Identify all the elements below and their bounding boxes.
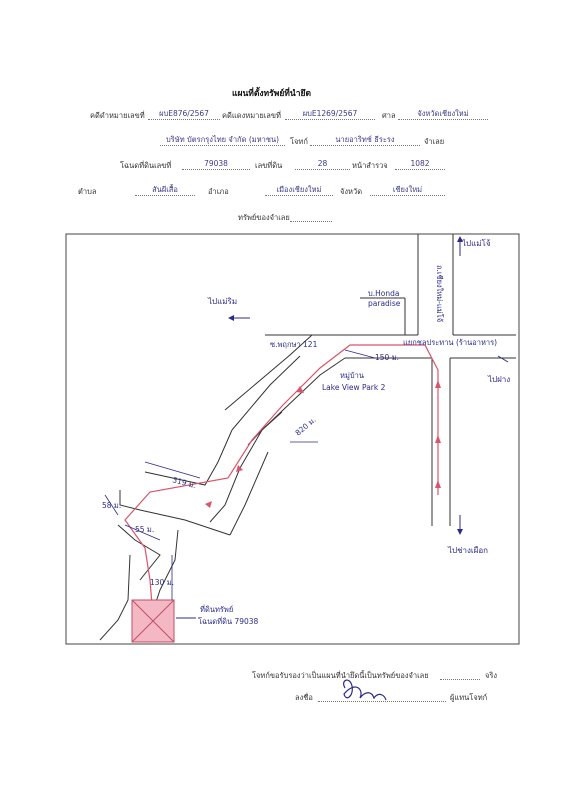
- soi-edge-upper: [224, 334, 313, 411]
- district: เมืองเชียงใหม่: [265, 185, 333, 196]
- route-line: [124, 344, 439, 606]
- subdistrict: สันผีเสื้อ: [135, 185, 195, 196]
- arrow-maejo-head: [457, 236, 463, 242]
- label-honda-shop-2: paradise: [368, 299, 401, 308]
- soi-inner-edge: [231, 355, 301, 431]
- branch-edge-upper: [144, 429, 233, 486]
- label-dist-55: 55 ม.: [135, 525, 154, 534]
- label-property-1: ที่ดินทรัพย์: [200, 604, 233, 614]
- label-intersection: แยกชลประทาน (ร้านอาหาร): [403, 338, 497, 347]
- branch-edge-lower: [119, 490, 231, 536]
- land-no: 28: [295, 159, 350, 170]
- red-case-no: ผบE1269/2567: [285, 109, 375, 120]
- district-label: อำเภอ: [208, 187, 229, 196]
- label-dist-130: 130 ม.: [150, 578, 174, 587]
- black-case-label: คดีดำหมายเลขที่: [90, 111, 145, 120]
- label-to-maerim: ไปแม่ริม: [207, 297, 237, 306]
- sign-role: ผู้แทนโจทก์: [450, 693, 488, 702]
- map-frame: [65, 233, 520, 645]
- black-case-no: ผบE876/2567: [148, 109, 220, 120]
- survey-label: หน้าสำรวจ: [352, 161, 388, 170]
- route-arrow-up-1: [435, 380, 441, 388]
- label-to-fang: ไปฝาง: [487, 375, 510, 384]
- dist-58-marker: [104, 494, 119, 516]
- plaintiff-name: บริษัท บัตรกรุงไทย จำกัด (มหาชน): [160, 135, 285, 146]
- soi-edge-lower: [209, 357, 346, 523]
- label-main-road: ถ.เชียงใหม่-แม่โจ้: [435, 265, 444, 322]
- certify-blank: [440, 669, 480, 680]
- label-village-1: หมู่บ้าน: [340, 371, 364, 380]
- route-arrow-left: [205, 501, 212, 508]
- defendant-label: จำเลย: [424, 137, 445, 146]
- dist-150-marker: [344, 349, 376, 359]
- label-honda-shop: บ.Honda: [368, 289, 399, 298]
- certify-text: โจทก์ขอรับรองว่าเป็นแผนที่นำยึดนี้เป็นทร…: [252, 671, 429, 680]
- signature-mark: [343, 679, 387, 701]
- province-label: จังหวัด: [340, 187, 363, 196]
- soi-junction-edge: [261, 411, 283, 431]
- branch-edge-right: [229, 451, 269, 536]
- deed-no: 79038: [182, 159, 250, 170]
- label-village-2: Lake View Park 2: [322, 383, 386, 392]
- subdistrict-label: ตำบล: [78, 187, 97, 196]
- label-soi: ซ.พฤกษา 121: [270, 340, 318, 349]
- label-to-maejo: ไปแม่โจ้: [461, 238, 491, 248]
- owner-value-line: [290, 211, 332, 222]
- defendant-name: นายอาริทช์ ธีระรง: [310, 135, 420, 146]
- survey-no: 1082: [395, 159, 445, 170]
- property-plot-cross-2: [131, 599, 175, 643]
- route-arrow-up-2: [435, 435, 441, 443]
- deed-label: โฉนดที่ดินเลขที่: [120, 161, 172, 170]
- label-dist-58: 58 ม.: [102, 501, 121, 510]
- province: เชียงใหม่: [370, 185, 445, 196]
- red-case-label: คดีแดงหมายเลขที่: [222, 111, 281, 120]
- true-label: จริง: [485, 671, 498, 680]
- plaintiff-label: โจทก์: [290, 137, 308, 146]
- land-no-label: เลขที่ดิน: [255, 161, 283, 170]
- route-arrow-up-3: [435, 480, 441, 488]
- route-arrow-diag-1: [296, 386, 304, 393]
- sign-label: ลงชื่อ: [295, 693, 313, 702]
- route-arrow-diag-2: [236, 465, 243, 472]
- owner-label: ทรัพย์ของจำเลย: [238, 213, 290, 222]
- label-dist-820: 820 ม.: [294, 415, 318, 437]
- arrow-maerim-head: [228, 315, 234, 321]
- label-dist-150: 150 ม.: [375, 353, 399, 362]
- lane-edge-left: [117, 524, 161, 581]
- dist-319-marker: [144, 461, 201, 479]
- court-label: ศาล: [382, 111, 396, 120]
- court-name: จังหวัดเชียงใหม่: [398, 109, 488, 120]
- signature-line: [318, 691, 446, 702]
- page-title: แผนที่ตั้งทรัพย์ที่นำยึด: [232, 89, 311, 99]
- dist-55-marker: [124, 524, 161, 541]
- label-to-changphueak: ไปช่างเผือก: [447, 546, 488, 555]
- arrow-changphueak-head: [457, 529, 463, 535]
- lane-edge-far-left: [99, 554, 131, 641]
- label-property-2: โฉนดที่ดิน 79038: [198, 616, 259, 626]
- arrow-fang: [497, 355, 509, 363]
